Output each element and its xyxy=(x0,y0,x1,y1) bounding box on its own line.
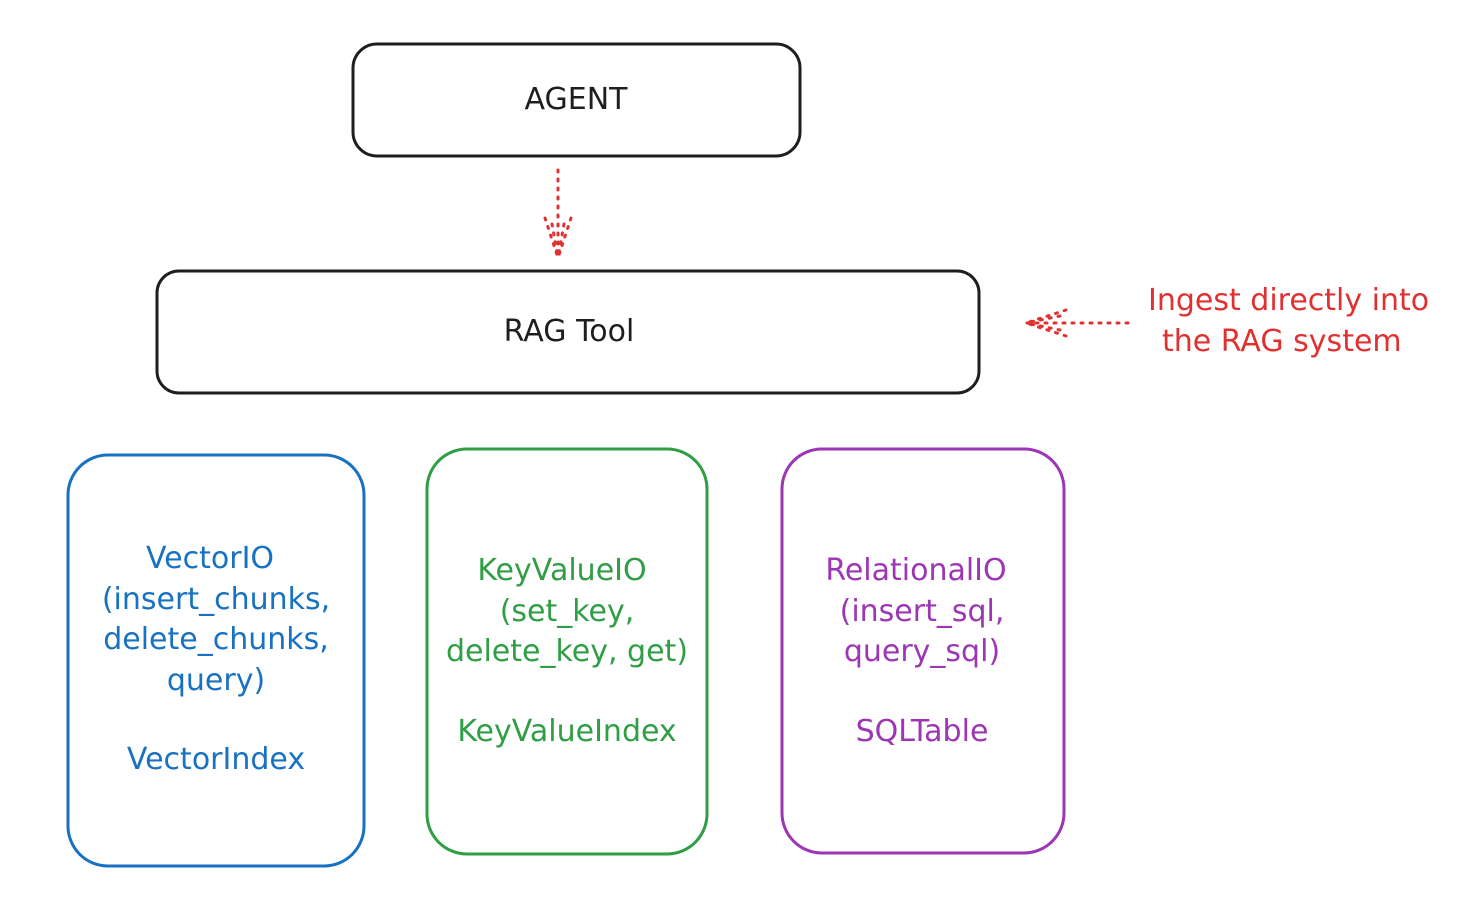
keyvalue-line1: KeyValueIO xyxy=(477,553,646,588)
rag-tool-label: RAG Tool xyxy=(504,314,635,349)
agent-to-rag-arrow xyxy=(543,168,573,260)
ingest-note-line2: the RAG system xyxy=(1162,324,1402,359)
relational-line1: RelationalIO xyxy=(825,553,1006,588)
keyvalue-line3: delete_key, get) xyxy=(446,634,688,669)
keyvalue-line2: (set_key, xyxy=(500,594,635,629)
agent-box xyxy=(351,42,802,158)
vector-line2: (insert_chunks, xyxy=(102,582,330,617)
ingest-note-line1: Ingest directly into xyxy=(1148,283,1429,318)
ingest-arrow xyxy=(1024,308,1130,338)
relational-line3: query_sql) xyxy=(844,634,1000,669)
vector-line1: VectorIO xyxy=(146,541,274,576)
keyvalue-index: KeyValueIndex xyxy=(457,714,676,749)
rag-tool-box xyxy=(155,269,981,395)
vector-box xyxy=(66,453,366,868)
keyvalue-box xyxy=(425,447,709,856)
agent-label: AGENT xyxy=(525,82,629,117)
relational-index: SQLTable xyxy=(856,714,989,749)
vector-line3: delete_chunks, xyxy=(103,622,329,657)
vector-index: VectorIndex xyxy=(127,742,305,777)
relational-line2: (insert_sql, xyxy=(840,594,1005,629)
vector-line4: query) xyxy=(167,663,265,698)
relational-box xyxy=(780,447,1066,855)
